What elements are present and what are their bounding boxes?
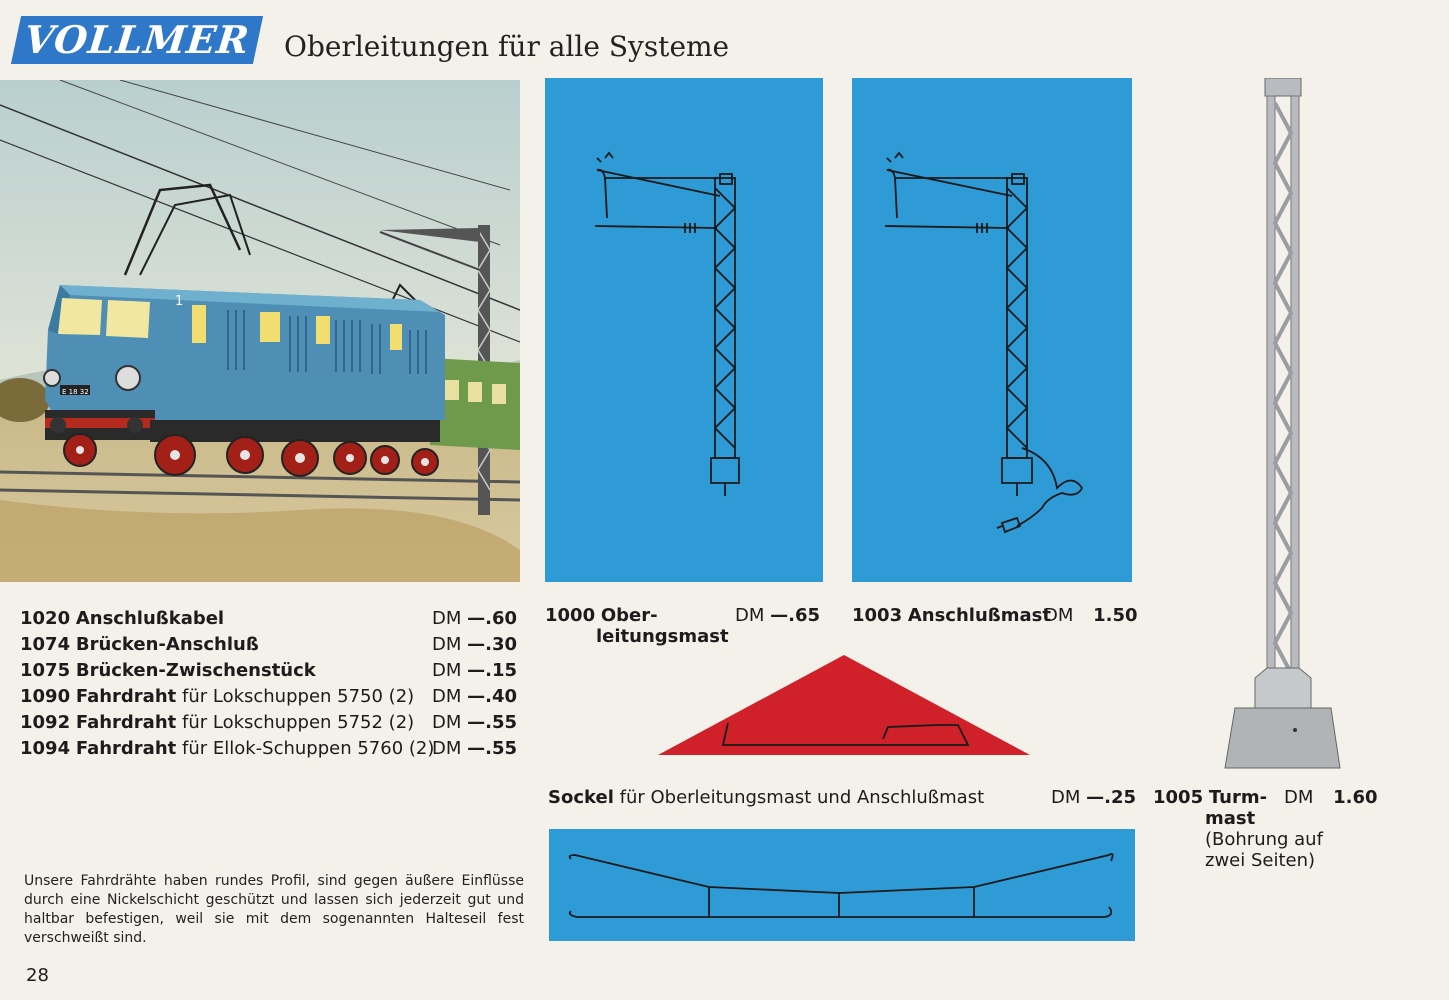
item-price: DM —.55: [432, 712, 518, 733]
product-note-line2: zwei Seiten): [1205, 850, 1316, 871]
fahrdraht-image-panel: [549, 829, 1135, 941]
item-desc: für Lokschuppen 5750 (2): [181, 686, 415, 707]
product-note-line1: (Bohrung auf: [1205, 829, 1323, 850]
item-price: DM —.55: [432, 738, 518, 759]
item-number: 1094: [20, 738, 71, 759]
price-list: 1020 Anschlußkabel DM —.60 1074 Brücken-…: [20, 606, 525, 762]
product-price: DM 1.50: [1044, 605, 1138, 626]
brand-name: VOLLMER: [22, 17, 252, 62]
product-sockel: Sockel für Oberleitungsmast und Anschluß…: [548, 787, 1143, 808]
item-number: 1092: [20, 712, 71, 733]
price-row-1094: 1094 Fahrdraht für Ellok-Schuppen 5760 (…: [20, 736, 525, 762]
fahrdraht-note: Unsere Fahrdrähte haben rundes Profil, s…: [24, 873, 524, 946]
product-name: Sockel: [548, 787, 614, 808]
item-number: 1074: [20, 634, 71, 655]
item-name: Brücken-Zwischenstück: [75, 660, 316, 681]
product-number: 1003: [852, 605, 903, 626]
price-row-1092: 1092 Fahrdraht für Lokschuppen 5752 (2) …: [20, 710, 525, 736]
item-name: Fahrdraht: [75, 712, 177, 733]
product-name-line2: mast: [1205, 808, 1256, 829]
product-desc: für Oberleitungsmast und Anschlußmast: [619, 787, 985, 808]
product-name: Anschlußmast: [907, 605, 1051, 626]
item-name: Fahrdraht: [75, 738, 177, 759]
price-row-1090: 1090 Fahrdraht für Lokschuppen 5750 (2) …: [20, 684, 525, 710]
fahrdraht-drawing: [568, 852, 1114, 918]
product-price: DM —.65: [735, 605, 821, 626]
product-name-line2: leitungsmast: [596, 626, 729, 647]
item-price: DM —.30: [432, 634, 518, 655]
item-price: DM —.40: [432, 686, 518, 707]
price-row-1020: 1020 Anschlußkabel DM —.60: [20, 606, 525, 632]
product-1003: 1003 Anschlußmast DM 1.50: [852, 605, 1142, 626]
anschlussmast-image-panel: [852, 78, 1132, 582]
loco-number: 1: [175, 294, 183, 309]
product-name-line1: Turm-: [1208, 787, 1268, 808]
oberleitungsmast-image-panel: [545, 78, 823, 582]
item-number: 1075: [20, 660, 71, 681]
item-name: Anschlußkabel: [75, 608, 225, 629]
oberleitungsmast-drawing: [594, 151, 740, 496]
loco-plate: E 18 32: [62, 388, 89, 396]
product-1000: 1000 Ober- DM —.65 leitungsmast: [545, 605, 830, 647]
product-number: 1005: [1153, 787, 1204, 808]
product-number: 1000: [545, 605, 596, 626]
item-name: Brücken-Anschluß: [75, 634, 259, 655]
sockel-image: [658, 655, 1030, 757]
turmmast-image: [1215, 77, 1350, 773]
item-desc: für Ellok-Schuppen 5760 (2): [181, 738, 435, 759]
item-number: 1020: [20, 608, 71, 629]
anschlussmast-drawing: [884, 151, 1084, 534]
item-price: DM —.60: [432, 608, 518, 629]
product-price: DM —.25: [1051, 787, 1137, 808]
product-price: DM 1.60: [1284, 787, 1378, 808]
item-price: DM —.15: [432, 660, 518, 681]
vollmer-logo: VOLLMER: [10, 16, 264, 64]
product-1005: 1005 Turm- DM 1.60 mast (Bohrung auf zwe…: [1153, 787, 1438, 871]
page-title: Oberleitungen für alle Systeme: [284, 30, 730, 63]
item-desc: für Lokschuppen 5752 (2): [181, 712, 415, 733]
locomotive-illustration: 1 E 18 32: [0, 80, 520, 582]
page-number: 28: [26, 965, 49, 986]
item-number: 1090: [20, 686, 71, 707]
price-row-1074: 1074 Brücken-Anschluß DM —.30: [20, 632, 525, 658]
item-name: Fahrdraht: [75, 686, 177, 707]
price-row-1075: 1075 Brücken-Zwischenstück DM —.15: [20, 658, 525, 684]
product-name-line1: Ober-: [600, 605, 658, 626]
